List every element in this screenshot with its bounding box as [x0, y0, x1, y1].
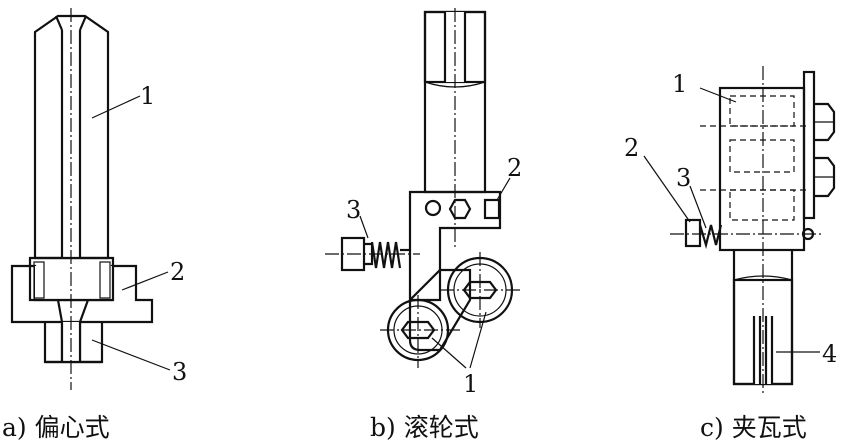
- diagram-b-roller: 2 3 1 b) 滚轮式: [325, 8, 522, 442]
- a-callout-1: 1: [140, 82, 155, 110]
- c-callout-1: 1: [672, 70, 687, 98]
- a-callout-3: 3: [172, 358, 187, 386]
- b-screw-nut: [448, 198, 472, 220]
- diagram-c-clamp-shoe: 1 2 3 4 c) 夹瓦式: [624, 66, 837, 442]
- a-sleeve: [28, 256, 115, 302]
- c-adjust-screw: [684, 218, 702, 248]
- b-caption: b) 滚轮式: [370, 413, 479, 442]
- b-callout-2: 2: [507, 154, 522, 182]
- c-side-plate: [802, 70, 816, 220]
- b-spring: [370, 241, 402, 269]
- b-callout-3: 3: [346, 196, 361, 224]
- c-callout-3: 3: [676, 164, 691, 192]
- c-spring: [698, 224, 723, 250]
- c-body: [718, 86, 806, 252]
- b-callout-1: 1: [463, 370, 478, 398]
- b-pivot-pin: [424, 199, 442, 217]
- diagram-a-eccentric: 1 2 3 a) 偏心式: [2, 8, 187, 442]
- a-callout-2: 2: [170, 258, 185, 286]
- c-caption: c) 夹瓦式: [700, 413, 807, 442]
- c-callout-2: 2: [624, 134, 639, 162]
- a-caption: a) 偏心式: [2, 413, 110, 442]
- c-callout-4: 4: [822, 340, 837, 368]
